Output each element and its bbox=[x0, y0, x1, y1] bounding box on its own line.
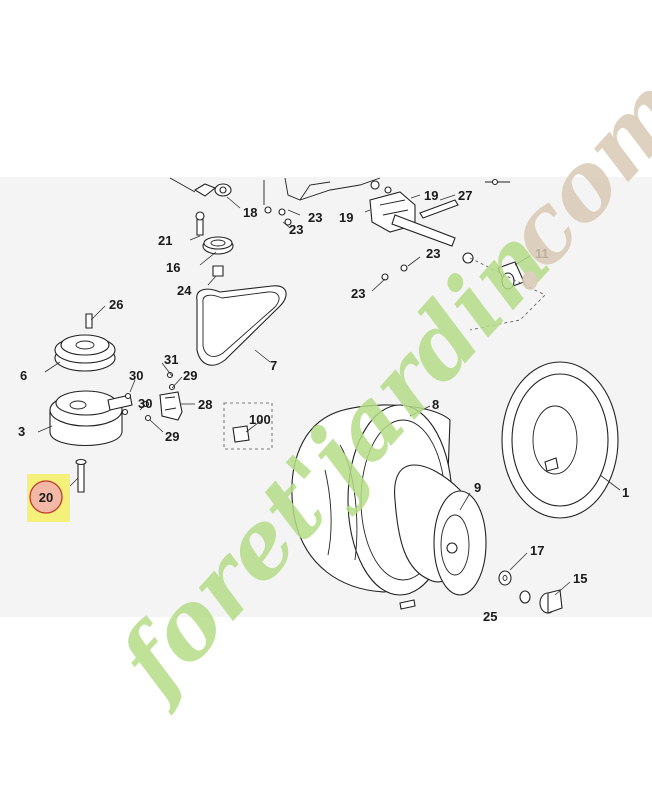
label-19-a[interactable]: 19 bbox=[424, 188, 438, 203]
label-6[interactable]: 6 bbox=[20, 368, 27, 383]
label-20[interactable]: 20 bbox=[39, 490, 53, 505]
bracket-28 bbox=[159, 371, 183, 421]
label-29-a[interactable]: 29 bbox=[183, 368, 197, 383]
chassis-fragment bbox=[169, 177, 546, 331]
label-9[interactable]: 9 bbox=[474, 480, 481, 495]
pin-small bbox=[399, 599, 416, 610]
label-18[interactable]: 18 bbox=[243, 205, 257, 220]
label-19-b[interactable]: 19 bbox=[339, 210, 353, 225]
part-labels: 18 23 23 19 19 27 21 16 24 23 23 11 26 7… bbox=[18, 188, 629, 624]
label-23-c[interactable]: 23 bbox=[426, 246, 440, 261]
cap-15 bbox=[539, 589, 563, 614]
pulley-6 bbox=[54, 313, 116, 372]
watermark-green-text: foret'jardin bbox=[94, 207, 570, 719]
label-23-d[interactable]: 23 bbox=[351, 286, 365, 301]
label-1[interactable]: 1 bbox=[622, 485, 629, 500]
label-31[interactable]: 31 bbox=[164, 352, 178, 367]
label-11[interactable]: 11 bbox=[535, 246, 549, 261]
tire-1 bbox=[501, 361, 619, 519]
label-8[interactable]: 8 bbox=[432, 397, 439, 412]
pulley-16 bbox=[202, 236, 234, 277]
leader-lines bbox=[37, 194, 621, 596]
washer-25 bbox=[519, 590, 531, 604]
label-15[interactable]: 15 bbox=[573, 571, 587, 586]
label-29-b[interactable]: 29 bbox=[165, 429, 179, 444]
highlight-part-20: 20 bbox=[27, 474, 70, 522]
label-17[interactable]: 17 bbox=[530, 543, 544, 558]
rim-9 bbox=[394, 464, 487, 596]
label-16[interactable]: 16 bbox=[166, 260, 180, 275]
clutch-3 bbox=[49, 390, 152, 446]
label-100[interactable]: 100 bbox=[249, 412, 271, 427]
label-25[interactable]: 25 bbox=[483, 609, 497, 624]
washer-17 bbox=[498, 570, 512, 586]
label-21[interactable]: 21 bbox=[158, 233, 172, 248]
belt-7 bbox=[196, 285, 287, 366]
label-30-b[interactable]: 30 bbox=[138, 396, 152, 411]
label-26[interactable]: 26 bbox=[109, 297, 123, 312]
label-23-a[interactable]: 23 bbox=[308, 210, 322, 225]
detail-box-100 bbox=[223, 402, 273, 450]
label-28[interactable]: 28 bbox=[198, 397, 212, 412]
label-27[interactable]: 27 bbox=[458, 188, 472, 203]
label-24[interactable]: 24 bbox=[177, 283, 192, 298]
label-7[interactable]: 7 bbox=[270, 358, 277, 373]
label-3[interactable]: 3 bbox=[18, 424, 25, 439]
bolt-20 bbox=[75, 458, 87, 493]
label-23-b[interactable]: 23 bbox=[289, 222, 303, 237]
label-30-a[interactable]: 30 bbox=[129, 368, 143, 383]
